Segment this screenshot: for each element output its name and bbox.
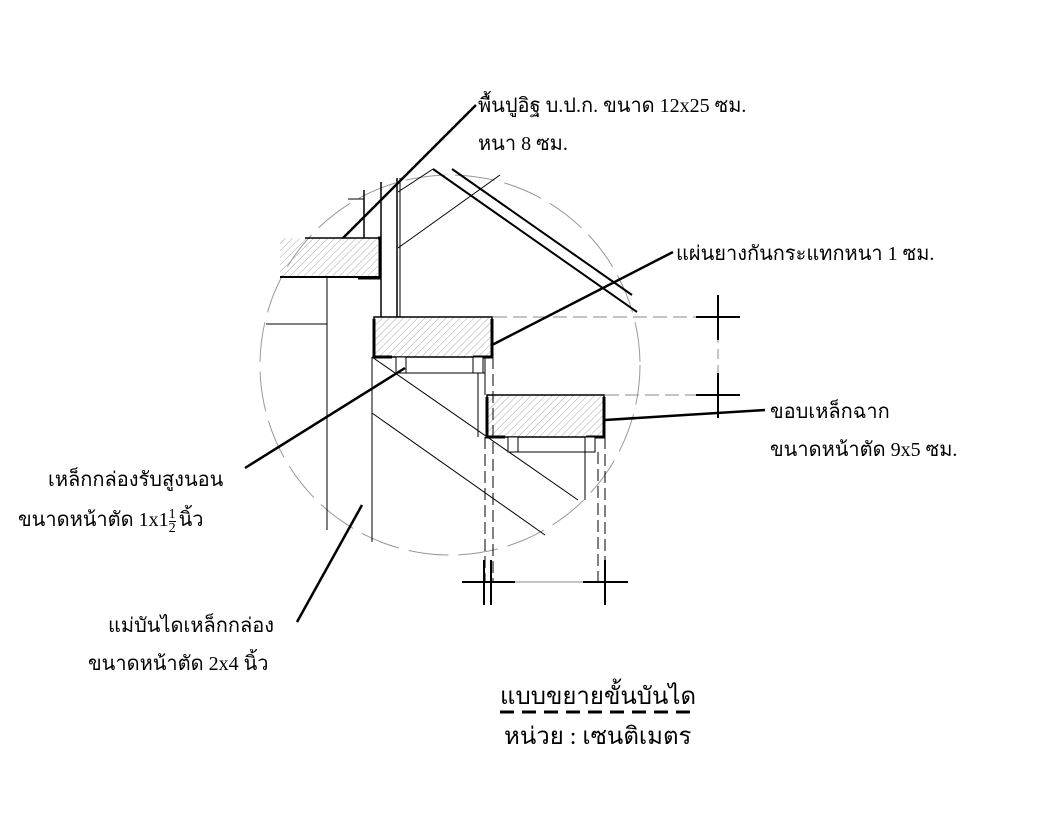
label-support-tube-line1: เหล็กกล่องรับสูงนอน (48, 469, 224, 491)
top-landing-slab (280, 236, 382, 280)
label-stringer-line1: แม่บันไดเหล็กกล่อง (108, 615, 275, 637)
frac-num: 1 (168, 507, 176, 522)
unit-label: หน่วย : เซนติเมตร (504, 724, 692, 750)
label-angle-edge-line1: ขอบเหล็กฉาก (770, 401, 890, 423)
dimension-lines (462, 295, 740, 605)
frac-den: 2 (168, 521, 176, 536)
label-paving-line1: พื้นปูอิฐ บ.ป.ก. ขนาด 12x25 ซม. (478, 95, 747, 117)
leader-lines (244, 104, 766, 623)
detail-circle (259, 174, 641, 556)
support-tube-size: ขนาดหน้าตัด 1x1 (18, 509, 169, 532)
label-angle-edge-line2: ขนาดหน้าตัด 9x5 ซม. (770, 439, 958, 461)
tread-lower (485, 394, 606, 453)
tread-middle (372, 316, 494, 374)
support-tube-unit: นิ้ว (178, 509, 204, 532)
label-stringer-line2: ขนาดหน้าตัด 2x4 นิ้ว (88, 653, 269, 675)
label-paving-line2: หนา 8 ซม. (478, 133, 568, 155)
drawing-title: แบบขยายขั้นบันได (500, 684, 697, 710)
label-rubber-pad: แผ่นยางกันกระแทกหนา 1 ซม. (676, 243, 935, 265)
